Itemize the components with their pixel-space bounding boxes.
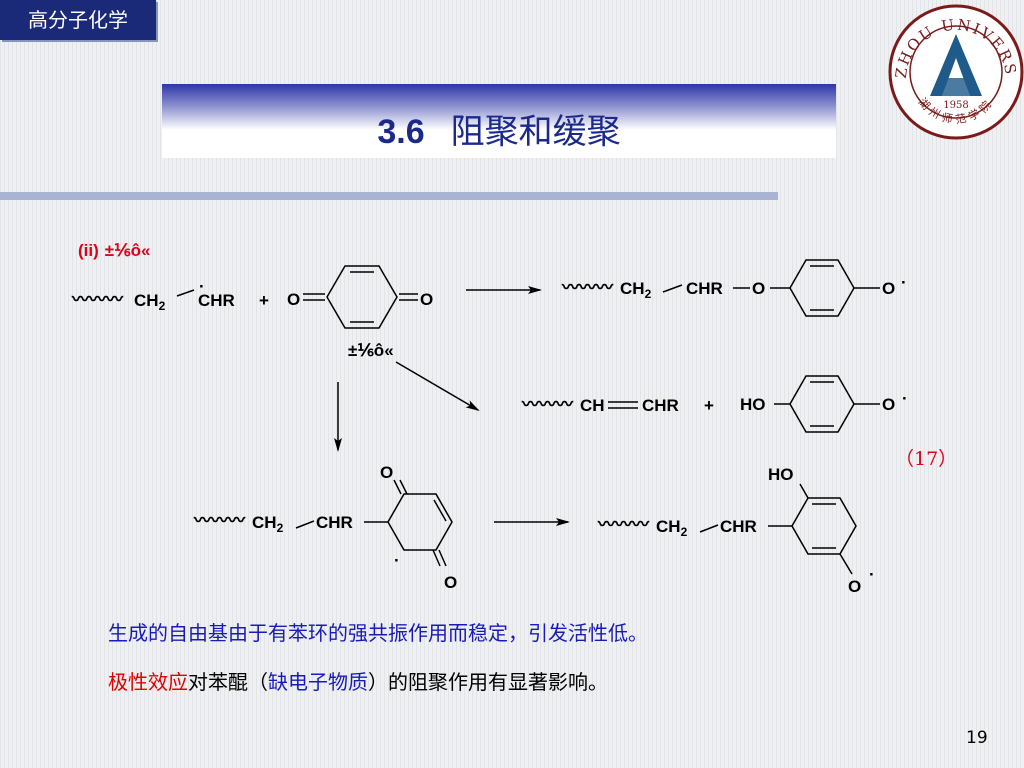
ether-oxygen: O (752, 279, 765, 298)
phenoxy-ring-3 (791, 497, 857, 555)
logo-year: 1958 (943, 100, 968, 111)
ch2-group-4: CH2 (252, 513, 284, 535)
radical-dot-1: · (199, 277, 205, 296)
arrow-diagonal (395, 361, 480, 412)
plus-sign-1: + (259, 291, 269, 310)
chr-group-3: CHR (642, 396, 679, 415)
polar-effect-term: 极性效应 (108, 670, 188, 694)
slide-title: 3.6 阻聚和缓聚 (162, 104, 836, 153)
phenoxy-oxygen-1: O (882, 279, 895, 298)
title-divider (0, 192, 778, 200)
phenoxy-oxygen-3: O (848, 577, 861, 596)
keto-oxygen-bottom: O (444, 573, 457, 592)
radical-dot-4: · (394, 551, 400, 570)
polymer-chain-3: 〰〰〰 (521, 395, 574, 414)
oxygen-left: O (287, 290, 300, 309)
scheme-label-mid: ±⅙ô« (348, 341, 394, 360)
line2-part-a: 对苯醌（ (188, 670, 268, 694)
electron-deficient-term: 缺电子物质 (268, 670, 368, 694)
chr-group-2: CHR (686, 279, 723, 298)
radical-dot-5: · (869, 565, 875, 584)
oxygen-right: O (420, 290, 433, 309)
title-bar: 3.6 阻聚和缓聚 (162, 84, 836, 158)
hydroxyl-group-1: HO (740, 395, 766, 414)
phenoxy-ring-1 (789, 259, 855, 317)
keto-oxygen-top: O (380, 463, 393, 482)
chr-group-1: CHR (198, 291, 235, 310)
ch2-group-2: CH2 (620, 279, 652, 301)
radical-dot-2: · (901, 273, 907, 292)
section-title: 阻聚和缓聚 (450, 112, 621, 152)
explanation-line-1: 生成的自由基由于有苯环的强共振作用而稳定，引发活性低。 (108, 621, 648, 645)
scheme-label: (ii)±⅙ô« (78, 241, 150, 260)
phenoxy-oxygen-2: O (882, 395, 895, 414)
polymer-chain-5: 〰〰〰 (597, 515, 650, 534)
ch-group-3: CH (580, 396, 605, 415)
polymer-chain-4: 〰〰〰 (193, 511, 246, 530)
university-logo: HUZHOU UNIVERSITY 1958 湖州师范学院 (884, 0, 1024, 140)
polymer-chain-2: 〰〰〰 (561, 278, 614, 297)
course-name: 高分子化学 (0, 0, 156, 40)
logo-emblem-shape (930, 34, 982, 96)
line2-part-b: ）的阻聚作用有显著影响。 (368, 670, 608, 694)
radical-dot-3: · (902, 389, 908, 408)
hydroxyl-group-2: HO (768, 465, 794, 484)
chr-group-4: CHR (316, 513, 353, 532)
chr-group-5: CHR (720, 517, 757, 536)
benzoquinone-ring (326, 265, 398, 329)
plus-sign-2: + (704, 396, 714, 415)
section-number: 3.6 (377, 113, 425, 151)
cyclohexadienone-ring (387, 493, 453, 551)
ch2-group-5: CH2 (656, 517, 688, 539)
polymer-chain-1: 〰〰〰 (71, 290, 124, 309)
ch2-group-1: CH2 (134, 291, 166, 313)
phenoxy-ring-2 (789, 375, 855, 433)
equation-number: （17） (895, 448, 958, 470)
page-number: 19 (966, 728, 988, 748)
explanation-line-2: 极性效应对苯醌（缺电子物质）的阻聚作用有显著影响。 (108, 666, 608, 695)
